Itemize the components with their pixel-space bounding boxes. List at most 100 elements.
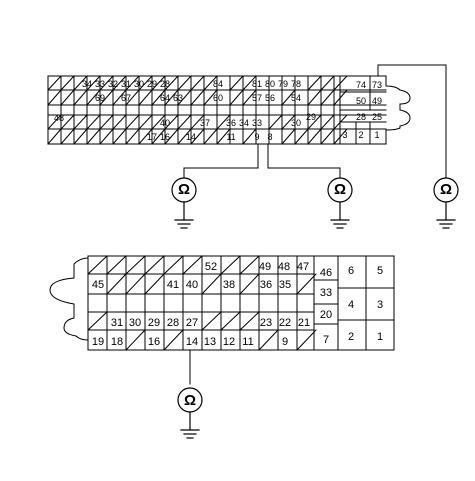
upper-cell-hatch xyxy=(73,114,88,130)
upper-wiring xyxy=(183,64,447,179)
lower-pin-label: 29 xyxy=(148,317,160,329)
upper-cell-hatch xyxy=(242,128,257,145)
upper-cell-hatch xyxy=(320,114,335,130)
upper-cell-hatch xyxy=(60,114,75,130)
upper-pin-label: 2 xyxy=(358,130,363,140)
lower-pin-label: 27 xyxy=(186,317,198,329)
upper-pin-label: 14 xyxy=(186,132,196,142)
upper-cell-hatch xyxy=(125,114,140,130)
upper-cell-hatch xyxy=(99,128,114,145)
upper-cell-hatch xyxy=(320,89,335,106)
lower-cell-hatch xyxy=(220,311,241,331)
lower-pin-label: 41 xyxy=(167,279,179,291)
upper-pin-label: 34 xyxy=(239,118,249,128)
upper-cell-hatch xyxy=(164,128,179,145)
upper-pin-label: 31 xyxy=(121,79,131,89)
lower-cell-hatch xyxy=(239,255,260,275)
upper-cell-hatch xyxy=(177,89,192,106)
upper-cell-hatch xyxy=(190,75,205,91)
lower-pin-label: 22 xyxy=(279,317,291,329)
upper-cell-hatch xyxy=(151,128,166,145)
upper-cell-hatch xyxy=(177,75,192,91)
lower-cell-hatch xyxy=(220,255,241,275)
lower-pin-label: 30 xyxy=(129,317,141,329)
upper-cell-hatch xyxy=(177,128,192,145)
upper-cell-hatch xyxy=(216,128,231,145)
upper-pin-label: 40 xyxy=(160,118,170,128)
upper-cell-hatch xyxy=(333,114,348,130)
lower-cell-hatch xyxy=(125,329,146,351)
upper-cell-hatch xyxy=(125,128,140,145)
lower-pin-label: 45 xyxy=(92,279,104,291)
ground-lower-glyph: Ω xyxy=(184,392,196,409)
upper-cell-hatch xyxy=(73,89,88,106)
upper-pin-label: 80 xyxy=(265,79,275,89)
lower-cell-hatch xyxy=(87,311,108,331)
lower-pin-label: 28 xyxy=(167,317,179,329)
upper-pin-label: 54 xyxy=(291,93,301,103)
upper-pin-label: 78 xyxy=(291,79,301,89)
upper-cell-hatch xyxy=(60,75,75,91)
lower-pin-label: 19 xyxy=(92,336,104,348)
lower-cell-hatch xyxy=(258,329,279,351)
upper-cell-hatch xyxy=(164,89,179,106)
upper-cell-hatch xyxy=(281,128,296,145)
upper-cell-hatch xyxy=(73,128,88,145)
upper-pin-label: 63 xyxy=(173,93,183,103)
upper-cell-hatch xyxy=(216,114,231,130)
lower-cell-hatch xyxy=(106,255,127,275)
lower-cell-hatch xyxy=(296,273,317,295)
lower-cell-hatch xyxy=(163,329,184,351)
upper-pin-labels: 34 33 32 31 30 29 28 84 81 80 79 78 74 7… xyxy=(54,79,382,142)
lower-cell-hatch xyxy=(125,255,146,275)
upper-cell-hatch xyxy=(281,114,296,130)
lower-cell-hatch xyxy=(144,273,165,295)
ground-symbols xyxy=(171,177,459,439)
upper-cell-hatch xyxy=(138,89,153,106)
upper-pin-label: 30 xyxy=(134,79,144,89)
lower-pin-label: 33 xyxy=(320,287,332,299)
upper-cell-hatch xyxy=(138,114,153,130)
lower-pin-label: 20 xyxy=(320,309,332,321)
upper-cell-hatch xyxy=(229,75,244,91)
lower-cell-hatch xyxy=(239,311,260,331)
lower-pin-label: 52 xyxy=(205,261,217,273)
upper-pin-label: 34 xyxy=(82,79,92,89)
lower-cell-hatch xyxy=(201,273,222,295)
upper-cell-hatch xyxy=(112,128,127,145)
upper-cell-hatch xyxy=(125,75,140,91)
upper-pin-label: 28 xyxy=(160,79,170,89)
upper-pin-label: 49 xyxy=(372,96,382,106)
upper-cell-hatch xyxy=(203,128,218,145)
upper-cell-hatch xyxy=(112,114,127,130)
lower-pin-label: 47 xyxy=(297,261,309,273)
upper-cell-hatch xyxy=(73,75,88,91)
upper-cell-hatch xyxy=(190,114,205,130)
upper-cell-hatch xyxy=(151,89,166,106)
upper-cell-hatch xyxy=(60,89,75,106)
upper-pin-label: 33 xyxy=(252,118,262,128)
lower-pin-label: 18 xyxy=(111,336,123,348)
upper-cell-hatch xyxy=(190,89,205,106)
upper-cell-hatch xyxy=(47,75,62,91)
lower-cell-hatch xyxy=(163,255,184,275)
lower-cell-hatch xyxy=(239,273,260,295)
upper-cell-hatch xyxy=(86,114,101,130)
upper-cell-hatch xyxy=(268,114,283,130)
lower-pin-label: 36 xyxy=(260,279,272,291)
upper-pin-label: 64 xyxy=(160,93,170,103)
upper-cell-hatch xyxy=(307,75,322,91)
lower-pin-label: 3 xyxy=(377,299,383,311)
lower-pin-label: 7 xyxy=(323,334,329,346)
lower-pin-label: 1 xyxy=(377,331,383,343)
upper-pin-label: 29 xyxy=(147,79,157,89)
lower-pin-label: 35 xyxy=(279,279,291,291)
upper-cell-hatch xyxy=(86,75,101,91)
upper-pin-label: 69 xyxy=(95,93,105,103)
upper-pin-label: 29 xyxy=(306,112,316,122)
upper-pin-label: 73 xyxy=(372,80,382,90)
lower-cell-hatch xyxy=(182,255,203,275)
upper-cell-hatch xyxy=(203,89,218,106)
upper-pin-label: 81 xyxy=(252,79,262,89)
